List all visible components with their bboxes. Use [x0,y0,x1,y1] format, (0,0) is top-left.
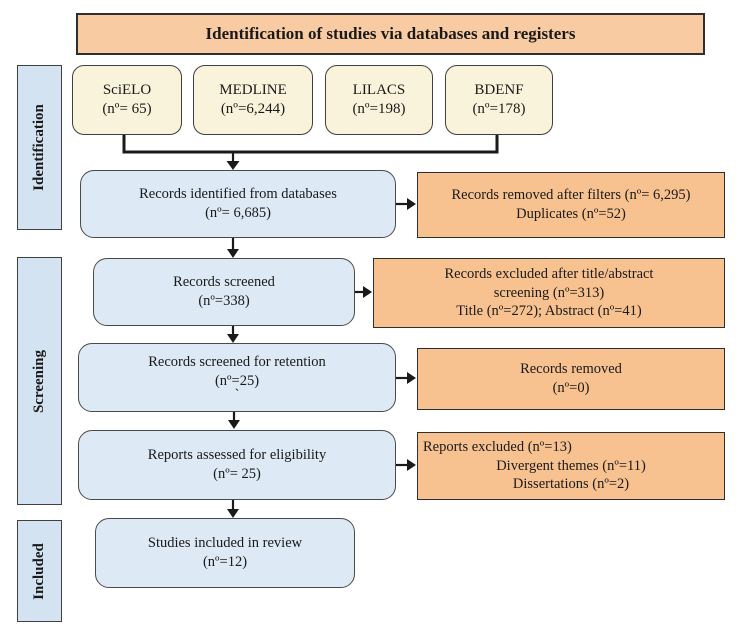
stray-backtick-mark: ` [234,387,240,404]
process-count: (nº=25) [214,372,260,389]
database-box-medline: MEDLINE (nº=6,244) [193,65,313,135]
exclusion-detail: Title (nº=272); Abstract (nº=41) [456,303,642,320]
process-box-records-screened: Records screened (nº=338) [93,258,355,326]
exclusion-text: Reports excluded (nº=13) [423,439,572,456]
stage-included-text: Included [31,542,48,600]
exclusion-box-records-removed: Records removed (nº=0) [417,348,725,410]
exclusion-detail: Dissertations (nº=2) [512,476,630,493]
process-count: (nº= 25) [213,466,261,482]
arrow-screened-to-excluded-head [363,286,372,298]
database-count: (nº=198) [352,101,406,117]
arrow-eligibility-to-included-head [227,509,239,518]
process-box-screened-retention: Records screened for retention (nº=25) ` [78,343,396,412]
database-box-scielo: SciELO (nº= 65) [72,65,182,135]
database-count: (nº= 65) [102,101,152,117]
stage-label-screening: Screening [17,257,62,505]
database-name: MEDLINE [219,81,287,98]
diagram-title: Identification of studies via databases … [205,24,576,44]
arrow-identified-to-screened-head [227,249,239,258]
process-count: (nº= 6,685) [205,205,271,221]
connector-database-merge-line [122,135,499,154]
exclusion-detail: (nº=0) [552,380,590,396]
process-box-studies-included: Studies included in review (nº=12) [95,518,355,588]
process-text: Records identified from databases [139,186,337,203]
database-box-lilacs: LILACS (nº=198) [325,65,433,135]
exclusion-detail: Duplicates (nº=52) [516,206,626,222]
database-name: SciELO [102,81,152,98]
process-text: Studies included in review [147,535,303,552]
process-count: (nº=338) [198,293,250,309]
exclusion-box-title-abstract: Records excluded after title/abstract sc… [373,258,725,328]
stage-screening-text: Screening [31,349,47,413]
exclusion-text: Records excluded after title/abstract [444,266,654,283]
exclusion-detail: Divergent themes (nº=11) [496,457,646,474]
database-count: (nº=178) [472,101,526,117]
process-box-reports-assessed: Reports assessed for eligibility (nº= 25… [78,430,396,500]
exclusion-box-filters: Records removed after filters (nº= 6,295… [417,172,725,238]
stage-identification-text: Identification [31,104,48,191]
database-name: LILACS [352,81,406,98]
diagram-title-banner: Identification of studies via databases … [76,13,705,55]
stage-label-included: Included [17,520,62,622]
arrow-retention-to-removed-head [407,372,416,384]
process-text: Reports assessed for eligibility [147,447,327,464]
database-count: (nº=6,244) [220,101,286,117]
process-box-records-identified: Records identified from databases (nº= 6… [80,170,396,238]
exclusion-text: screening (nº=313) [493,284,605,301]
database-name: BDENF [474,81,524,98]
exclusion-text: Records removed [520,361,622,378]
arrow-retention-to-eligibility-head [228,420,240,429]
exclusion-text: Records removed after filters (nº= 6,295… [451,187,691,204]
stage-label-identification: Identification [17,65,62,230]
exclusion-box-reports-excluded: Reports excluded (nº=13) Divergent theme… [417,432,725,500]
arrow-merge-to-identified-head [226,161,240,170]
arrow-identified-to-filters-head [407,198,416,210]
process-text: Records screened [173,274,275,291]
arrow-eligibility-to-excluded-head [407,459,416,471]
arrow-screened-to-retention-head [227,334,239,343]
database-box-bdenf: BDENF (nº=178) [445,65,553,135]
process-text: Records screened for retention [148,354,326,371]
process-count: (nº=12) [202,554,248,570]
